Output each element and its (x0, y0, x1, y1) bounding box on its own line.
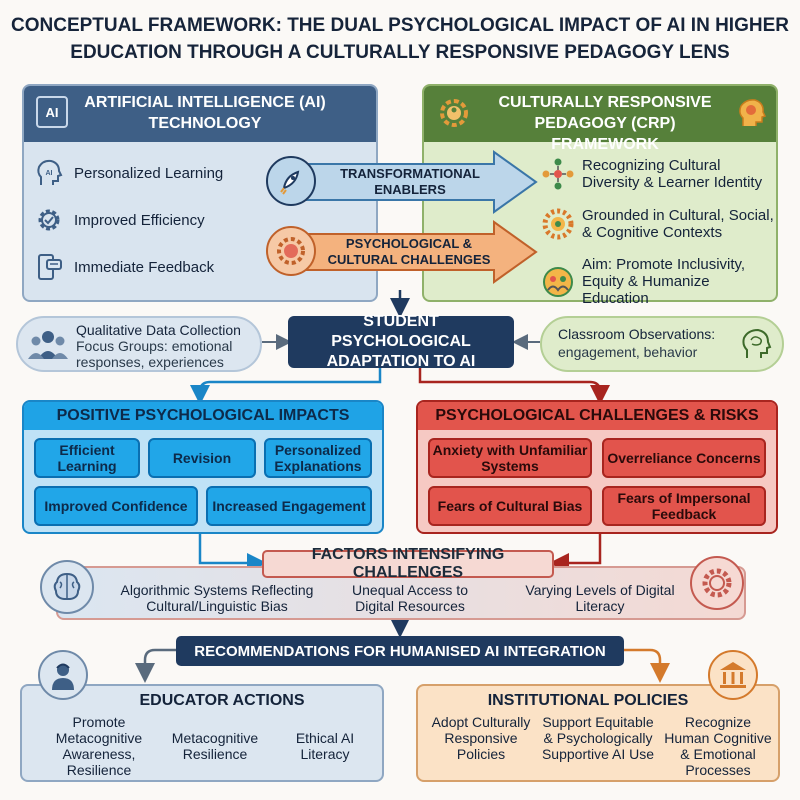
factor-algorithmic-bias: Algorithmic Systems Reflecting Cultural/… (120, 582, 314, 614)
positive-impacts-header: POSITIVE PSYCHOLOGICAL IMPACTS (24, 402, 382, 430)
gear-people-icon (436, 95, 472, 131)
recommendations-title: RECOMMENDATIONS FOR HUMANISED AI INTEGRA… (194, 642, 606, 660)
crp-item-contexts: Grounded in Cultural, Social, & Cognitiv… (540, 206, 778, 242)
qualitative-text: Focus Groups: emotional responses, exper… (76, 338, 233, 370)
connector-risks (418, 368, 610, 405)
rocket-icon (266, 156, 316, 206)
ai-panel-title: ARTIFICIAL INTELLIGENCE (AI) TECHNOLOGY (84, 94, 326, 132)
crp-item-label: Aim: Promote Inclusivity, Equity & Human… (582, 256, 746, 307)
crp-item-label: Recognizing Cultural Diversity & Learner… (582, 157, 763, 191)
group-icon (28, 326, 68, 362)
sun-flower-icon (540, 206, 576, 242)
connector-recs-institution (610, 648, 670, 683)
factors-title: FACTORS INTENSIFYING CHALLENGES (311, 546, 505, 581)
educator-item-awareness: Promote Metacognitive Awareness, Resilie… (55, 714, 143, 778)
factor-unequal-access: Unequal Access to Digital Resources (352, 582, 468, 614)
risk-overreliance: Overreliance Concerns (602, 438, 766, 478)
connector-positive-factors (198, 534, 267, 573)
factors-header: FACTORS INTENSIFYING CHALLENGES (262, 546, 554, 581)
ai-item-efficiency: Improved Efficiency (32, 203, 205, 237)
svg-text:AI: AI (46, 170, 53, 177)
crp-item-aim: Aim: Promote Inclusivity, Equity & Human… (540, 256, 778, 307)
ai-chip-icon: AI (36, 96, 68, 128)
page-title: CONCEPTUAL FRAMEWORK: THE DUAL PSYCHOLOG… (11, 15, 789, 63)
challenges-risks-header: PSYCHOLOGICAL CHALLENGES & RISKS (418, 402, 776, 430)
observations-title: Classroom Observations: (558, 326, 716, 342)
phone-chat-icon (32, 250, 66, 284)
ai-item-label: Improved Efficiency (74, 211, 205, 229)
ai-panel-header: AI ARTIFICIAL INTELLIGENCE (AI) TECHNOLO… (24, 86, 376, 142)
educator-item-resilience: Metacognitive Resilience (171, 730, 259, 762)
circle-people-icon (540, 264, 576, 300)
student-adaptation-box: STUDENT PSYCHOLOGICAL ADAPTATION TO AI (288, 313, 514, 370)
ai-item-label: Personalized Learning (74, 164, 224, 182)
connector-positive (190, 368, 382, 405)
classroom-observations-box: Classroom Observations: engagement, beha… (540, 316, 784, 372)
people-network-icon (540, 156, 576, 192)
qualitative-data-box: Qualitative Data Collection Focus Groups… (16, 316, 262, 372)
brain-icon (40, 560, 94, 614)
observations-text: engagement, behavior (558, 344, 698, 360)
policy-equitable-support: Support Equitable & Psychologically Supp… (541, 714, 655, 762)
qualitative-title: Qualitative Data Collection (76, 322, 241, 338)
ai-head-icon: AI (32, 156, 66, 190)
ai-item-personalized: AI Personalized Learning (32, 156, 223, 190)
enablers-arrow (291, 150, 538, 214)
positive-impacts-title: POSITIVE PSYCHOLOGICAL IMPACTS (56, 407, 350, 424)
educator-actions-panel: EDUCATOR ACTIONS Promote Metacognitive A… (20, 684, 384, 782)
enablers-label: TRANSFORMATIONAL ENABLERS (340, 166, 480, 197)
positive-impacts-panel: POSITIVE PSYCHOLOGICAL IMPACTS Efficient… (22, 400, 384, 534)
institutional-policies-title: INSTITUTIONAL POLICIES (487, 692, 689, 709)
policy-culturally-responsive: Adopt Culturally Responsive Policies (431, 714, 531, 762)
risk-impersonal-feedback: Fears of Impersonal Feedback (602, 486, 766, 526)
policy-human-processes: Recognize Human Cognitive & Emotional Pr… (664, 714, 772, 778)
impact-efficient-learning: Efficient Learning (34, 438, 140, 478)
head-brain-icon (736, 324, 776, 364)
gear-check-icon (32, 203, 66, 237)
brain-head-icon (734, 95, 770, 131)
ai-item-label: Immediate Feedback (74, 258, 215, 276)
impact-increased-engagement: Increased Engagement (206, 486, 372, 526)
brain-gear-icon (266, 226, 316, 276)
educator-avatar-icon (38, 650, 88, 700)
challenges-risks-title: PSYCHOLOGICAL CHALLENGES & RISKS (435, 407, 759, 424)
educator-actions-title: EDUCATOR ACTIONS (139, 692, 305, 709)
educator-item-ethics: Ethical AI Literacy (295, 730, 355, 762)
risk-cultural-bias: Fears of Cultural Bias (428, 486, 592, 526)
factor-digital-literacy: Varying Levels of Digital Literacy (525, 582, 675, 614)
challenges-label: PSYCHOLOGICAL & CULTURAL CHALLENGES (327, 236, 491, 267)
crp-panel-title: CULTURALLY RESPONSIVE PEDAGOGY (CRP) FRA… (498, 94, 712, 153)
impact-personalized-explanations: Personalized Explanations (264, 438, 372, 478)
crp-item-label: Grounded in Cultural, Social, & Cognitiv… (582, 207, 774, 241)
impact-revision: Revision (148, 438, 256, 478)
challenges-arrow (291, 220, 538, 284)
crp-panel-header: CULTURALLY RESPONSIVE PEDAGOGY (CRP) FRA… (424, 86, 776, 153)
impact-improved-confidence: Improved Confidence (34, 486, 198, 526)
gear-warning-icon (690, 556, 744, 610)
institution-building-icon (708, 650, 758, 700)
student-adaptation-title: STUDENT PSYCHOLOGICAL ADAPTATION TO AI (326, 313, 476, 370)
institutional-policies-panel: INSTITUTIONAL POLICIES Adopt Culturally … (416, 684, 780, 782)
recommendations-bar: RECOMMENDATIONS FOR HUMANISED AI INTEGRA… (176, 636, 624, 666)
connector-risks-factors (549, 534, 602, 573)
challenges-risks-panel: PSYCHOLOGICAL CHALLENGES & RISKS Anxiety… (416, 400, 778, 534)
risk-anxiety: Anxiety with Unfamiliar Systems (428, 438, 592, 478)
crp-item-diversity: Recognizing Cultural Diversity & Learner… (540, 156, 772, 192)
connector-recs-educator (135, 648, 190, 683)
ai-item-feedback: Immediate Feedback (32, 250, 214, 284)
